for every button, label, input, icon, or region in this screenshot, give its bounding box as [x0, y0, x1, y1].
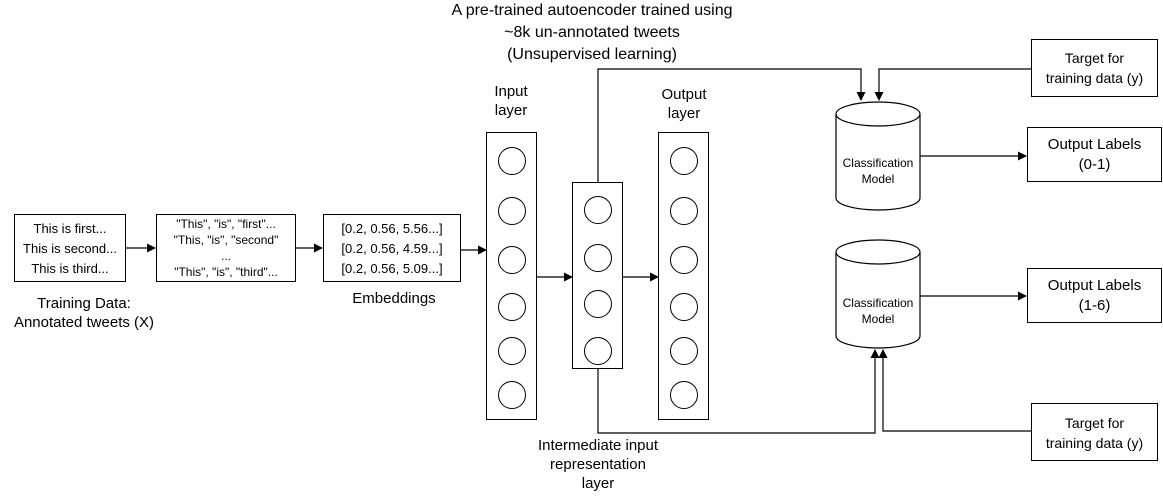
target-bottom-line-2: training data (y) [1045, 435, 1144, 451]
intermediate-neuron [584, 337, 612, 365]
input-neuron [498, 197, 526, 225]
title-line-2: ~8k un-annotated tweets [504, 24, 680, 41]
output-neuron [670, 197, 698, 225]
output-labels-bottom-line-2: (1-6) [1078, 297, 1111, 314]
input-neuron [498, 147, 526, 175]
training-text-line: This is second... [23, 241, 117, 256]
output-layer-caption-line-2: layer [667, 105, 701, 122]
bottom-classification-model-cylinder [835, 239, 921, 349]
output-labels-top-line-2: (0-1) [1078, 156, 1111, 173]
training-caption-line-2: Annotated tweets (X) [13, 314, 155, 331]
token-line: ... [220, 249, 231, 263]
training-text-box: This is first... This is second... This … [14, 214, 126, 282]
output-neuron [670, 337, 698, 365]
tokens-box: "This", "is", "first"... "This, "is", "s… [156, 214, 296, 282]
training-caption-line-1: Training Data: [37, 295, 131, 312]
embedding-vector-line: [0.2, 0.56, 5.09...] [341, 261, 443, 276]
token-line: "This, "is", "second" [173, 233, 279, 247]
top-classifier-line-2: Model [861, 172, 895, 186]
output-layer-caption: Output layer [644, 85, 724, 123]
target-bottom-line-1: Target for [1064, 415, 1125, 431]
token-line: "This", "is", "third"... [174, 265, 278, 279]
output-neuron [670, 246, 698, 274]
arrow-intermediate-to-top-classifier [597, 68, 866, 182]
bottom-classifier-line-2: Model [861, 312, 895, 326]
input-layer [486, 132, 537, 420]
output-labels-box-bottom: Output Labels (1-6) [1027, 268, 1162, 323]
output-labels-top-line-1: Output Labels [1047, 136, 1142, 153]
training-text-line: This is first... [33, 221, 107, 236]
top-classification-model-cylinder [835, 101, 921, 211]
embedding-vector-line: [0.2, 0.56, 4.59...] [341, 241, 443, 256]
input-neuron [498, 246, 526, 274]
arrow-bottom-target-to-classifier [878, 349, 1031, 432]
arrow-top-target-to-classifier [874, 68, 1031, 101]
arrow-intermediate-to-bottom-classifier [597, 349, 880, 434]
output-layer [658, 132, 709, 420]
training-data-caption: Training Data: Annotated tweets (X) [0, 294, 168, 332]
output-neuron [670, 147, 698, 175]
top-classification-model-label: Classification Model [835, 155, 921, 187]
input-neuron [498, 381, 526, 409]
embedding-vector-line: [0.2, 0.56, 5.56...] [341, 221, 443, 236]
title-line-3: (Unsupervised learning) [507, 46, 677, 63]
output-labels-bottom-line-1: Output Labels [1047, 277, 1142, 294]
intermediate-neuron [584, 290, 612, 318]
output-neuron [670, 293, 698, 321]
output-neuron [670, 381, 698, 409]
input-layer-caption-line-1: Input [494, 83, 528, 100]
target-top-line-2: training data (y) [1045, 70, 1144, 86]
token-line: "This", "is", "first"... [176, 217, 276, 231]
input-neuron [498, 293, 526, 321]
intermediate-caption-line-2: representation [550, 456, 646, 473]
top-classifier-line-1: Classification [842, 156, 914, 170]
output-layer-caption-line-1: Output [661, 86, 707, 103]
target-top-line-1: Target for [1064, 50, 1125, 66]
intermediate-neuron [584, 196, 612, 224]
bottom-classifier-line-1: Classification [842, 296, 914, 310]
intermediate-neuron [584, 244, 612, 272]
embeddings-caption: Embeddings [352, 290, 436, 307]
embeddings-box: [0.2, 0.56, 5.56...] [0.2, 0.56, 4.59...… [323, 214, 461, 282]
intermediate-representation-layer [572, 182, 623, 369]
training-text-line: This is third... [31, 261, 109, 276]
intermediate-caption-line-3: layer [581, 475, 615, 492]
bottom-classification-model-label: Classification Model [835, 295, 921, 327]
title-line-1: A pre-trained autoencoder trained using [451, 2, 733, 19]
input-layer-caption-line-2: layer [494, 102, 528, 119]
target-training-data-box-bottom: Target for training data (y) [1031, 403, 1158, 461]
output-labels-box-top: Output Labels (0-1) [1027, 127, 1162, 182]
input-layer-caption: Input layer [471, 82, 551, 120]
input-neuron [498, 337, 526, 365]
diagram-title: A pre-trained autoencoder trained using … [392, 0, 792, 66]
target-training-data-box-top: Target for training data (y) [1031, 39, 1158, 97]
intermediate-caption-line-1: Intermediate input [537, 437, 659, 454]
intermediate-layer-caption: Intermediate input representation layer [518, 436, 678, 493]
